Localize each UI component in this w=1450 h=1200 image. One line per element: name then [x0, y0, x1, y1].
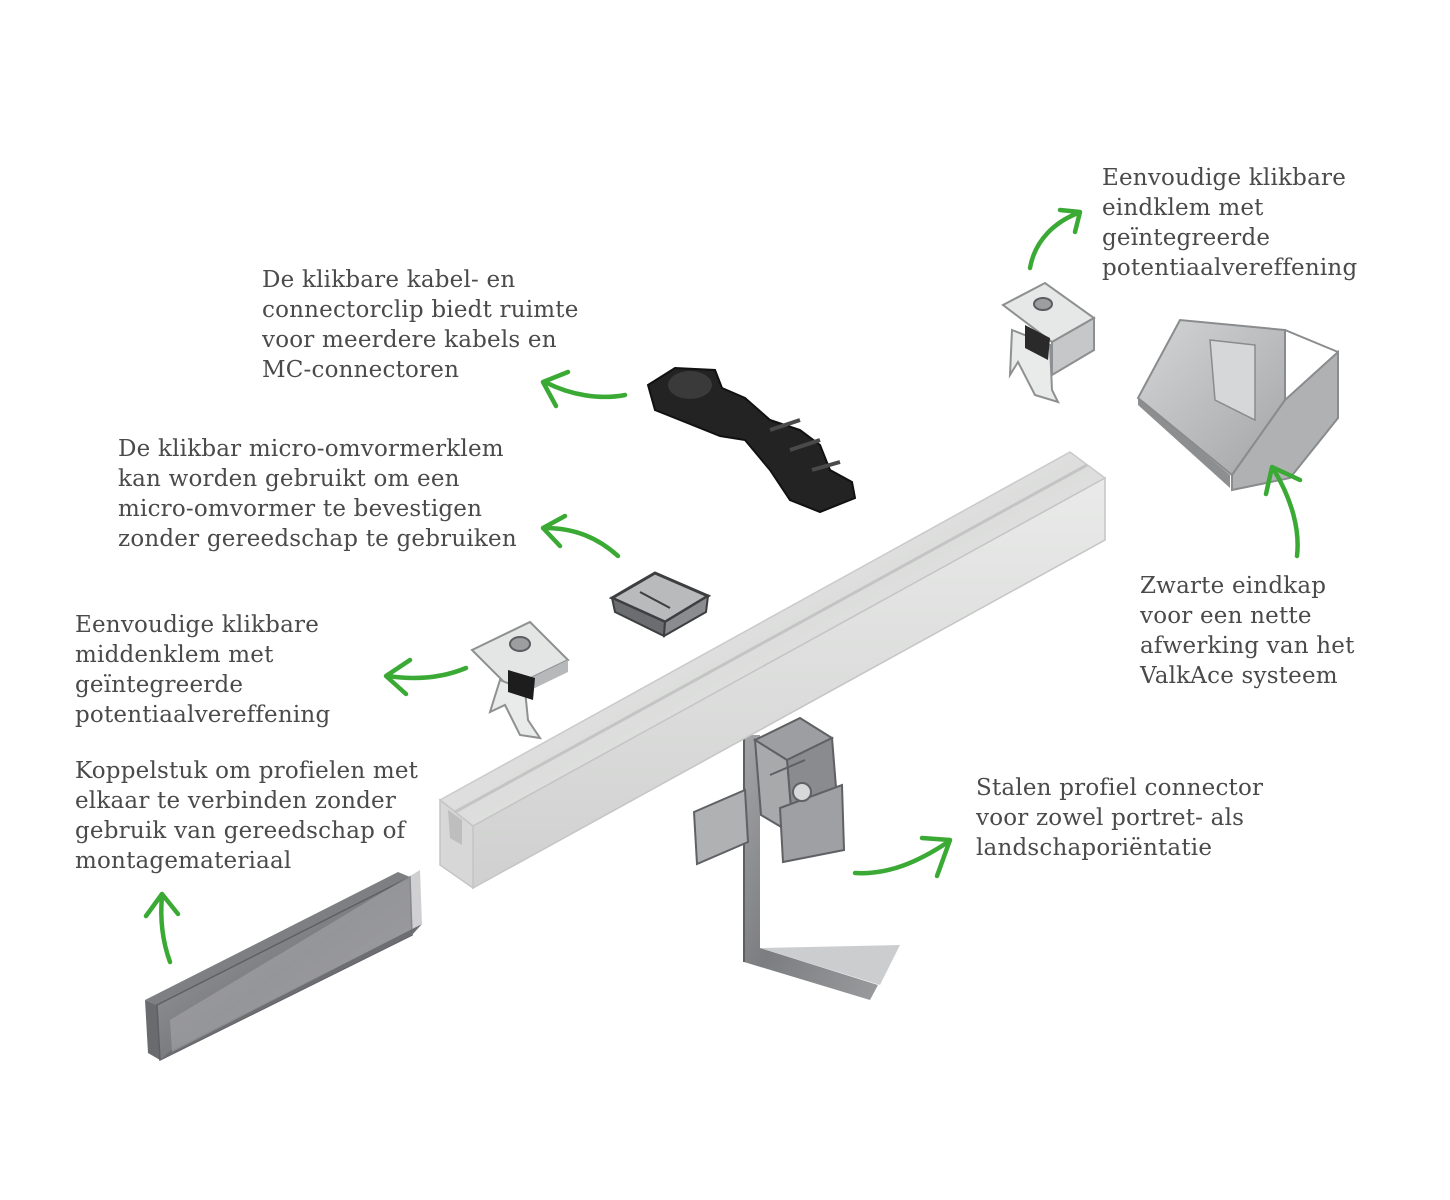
- label-line: afwerking van het: [1140, 633, 1355, 659]
- label-line: geïntegreerde: [75, 672, 244, 698]
- label-line: kan worden gebruikt om een: [118, 466, 460, 492]
- label-line: middenklem met: [75, 642, 274, 668]
- label-steel-connector: Stalen profiel connector voor zowel port…: [976, 773, 1263, 863]
- arrow-eindkap: [1263, 464, 1303, 559]
- label-line: potentiaalvereffening: [75, 702, 331, 728]
- arrow-eindklem: [1027, 207, 1083, 271]
- label-line: landschaporiëntatie: [976, 835, 1213, 861]
- label-line: potentiaalvereffening: [1102, 255, 1358, 281]
- label-end-cap: Zwarte eindkap voor een nette afwerking …: [1140, 571, 1355, 691]
- label-line: ValkAce systeem: [1140, 663, 1338, 689]
- label-line: micro-omvormer te bevestigen: [118, 496, 483, 522]
- label-line: De klikbar micro-omvormerklem: [118, 436, 504, 462]
- arrow-koppelstuk: [143, 891, 181, 965]
- arrow-micro: [540, 513, 621, 559]
- label-line: connectorclip biedt ruimte: [262, 297, 579, 323]
- label-line: zonder gereedschap te gebruiken: [118, 526, 517, 552]
- label-line: voor meerdere kabels en: [262, 327, 557, 353]
- label-line: Stalen profiel connector: [976, 775, 1264, 801]
- label-line: Koppelstuk om profielen met: [75, 758, 419, 784]
- label-line: voor een nette: [1140, 603, 1312, 629]
- label-line: eindklem met: [1102, 195, 1264, 221]
- label-line: gebruik van gereedschap of: [75, 818, 406, 844]
- steel-profile-connector: [692, 716, 846, 866]
- aluminium-rail: [438, 451, 1107, 890]
- coupler-piece: [145, 870, 422, 1062]
- label-line: montagemateriaal: [75, 848, 292, 874]
- label-middle-clamp: Eenvoudige klikbare middenklem met geïnt…: [75, 610, 330, 730]
- arrow-kabelclip: [540, 369, 628, 409]
- end-cap: [1136, 318, 1339, 492]
- label-cable-clip: De klikbare kabel- en connectorclip bied…: [262, 265, 579, 385]
- label-line: geïntegreerde: [1102, 225, 1271, 251]
- end-clamp: [1001, 281, 1096, 404]
- label-line: Eenvoudige klikbare: [75, 612, 320, 638]
- cable-connector-clip: [646, 366, 857, 514]
- label-coupler: Koppelstuk om profielen met elkaar te ve…: [75, 756, 418, 876]
- middle-clamp: [470, 620, 570, 740]
- label-line: Zwarte eindkap: [1140, 573, 1327, 599]
- arrow-connector: [852, 835, 953, 879]
- micro-inverter-clamp: [608, 571, 712, 638]
- label-line: De klikbare kabel- en: [262, 267, 516, 293]
- label-line: voor zowel portret- als: [976, 805, 1245, 831]
- label-end-clamp: Eenvoudige klikbare eindklem met geïnteg…: [1102, 163, 1357, 283]
- arrow-middenklem: [383, 657, 469, 697]
- label-line: MC-connectoren: [262, 357, 460, 383]
- label-micro-inverter-clamp: De klikbar micro-omvormerklem kan worden…: [118, 434, 517, 554]
- label-line: Eenvoudige klikbare: [1102, 165, 1347, 191]
- label-line: elkaar te verbinden zonder: [75, 788, 397, 814]
